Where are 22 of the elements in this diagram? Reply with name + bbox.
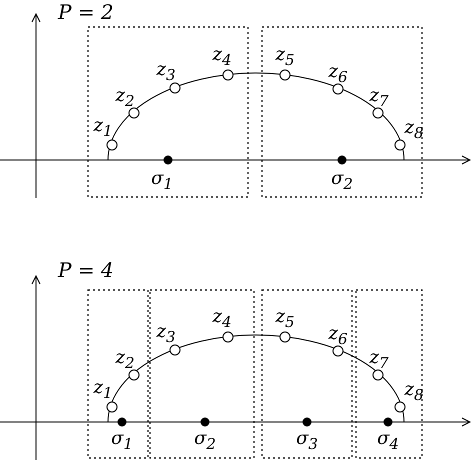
panel-label: P = 4 — [58, 260, 114, 280]
point-label: z$_{1}$ — [93, 379, 113, 401]
point-label: z$_{1}$ — [93, 117, 113, 139]
point-label: z$_{5}$ — [275, 308, 295, 330]
point-label: z$_{2}$ — [115, 349, 135, 371]
point-label: z$_{6}$ — [328, 325, 348, 347]
point-label: z$_{2}$ — [115, 87, 135, 109]
point-label: z$_{3}$ — [156, 61, 176, 83]
point-label: σ$_{3}$ — [296, 430, 318, 452]
point-label: z$_{4}$ — [212, 46, 232, 68]
point-label: z$_{7}$ — [369, 87, 389, 109]
point-label: σ$_{2}$ — [194, 430, 216, 452]
point-label: z$_{4}$ — [212, 308, 232, 330]
point-label: σ$_{2}$ — [331, 170, 353, 192]
point-label: σ$_{1}$ — [151, 170, 173, 192]
point-label: σ$_{1}$ — [111, 430, 133, 452]
point-label: z$_{3}$ — [156, 323, 176, 345]
point-label: z$_{6}$ — [328, 63, 348, 85]
panel-label: P = 2 — [58, 2, 114, 22]
point-label: z$_{5}$ — [275, 46, 295, 68]
point-label: z$_{7}$ — [369, 349, 389, 371]
point-label: σ$_{4}$ — [377, 430, 399, 452]
